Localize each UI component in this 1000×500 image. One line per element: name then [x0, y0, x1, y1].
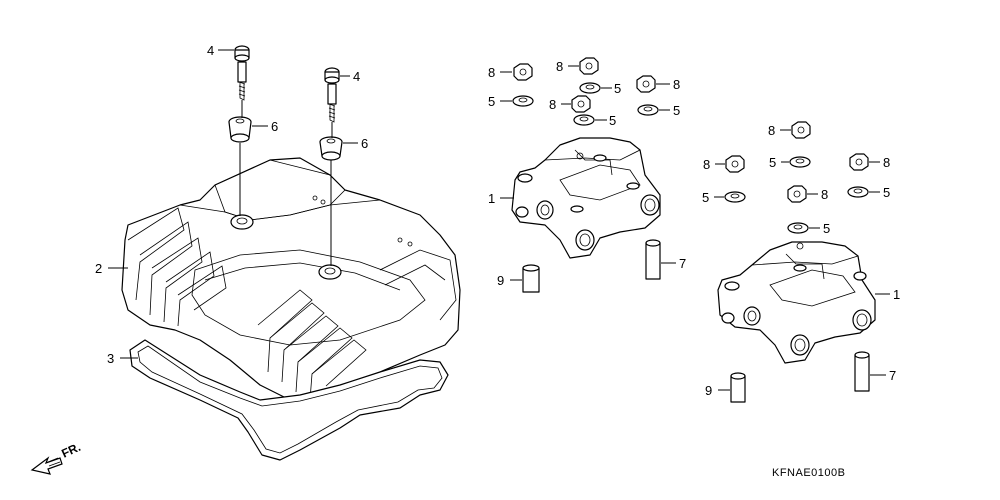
- bolt-grommet-left: [228, 116, 252, 143]
- callout-washer: 5: [614, 81, 621, 96]
- cylinder-head-cover: [121, 157, 461, 406]
- cover-bolt-right: [324, 67, 340, 123]
- callout-numbers: 4 4 6 6 2 3 1 1 7 7 9 9 8 8 8 8 8 8 8 8 …: [95, 43, 900, 398]
- camshaft-holder-left: [511, 137, 661, 259]
- callout-bolt: 4: [353, 69, 360, 84]
- dowel-pin-left: [645, 239, 661, 280]
- leader-lines: [108, 49, 890, 391]
- collar-right: [730, 372, 746, 403]
- callout-washer: 5: [702, 190, 709, 205]
- callout-nut: 8: [549, 97, 556, 112]
- callout-nut: 8: [703, 157, 710, 172]
- callout-camshaft-holder: 1: [893, 287, 900, 302]
- callout-head-cover: 2: [95, 261, 102, 276]
- callout-dowel-pin: 7: [679, 256, 686, 271]
- callout-dowel-pin: 7: [889, 368, 896, 383]
- dowel-pin-right: [854, 351, 870, 392]
- callout-nut: 8: [768, 123, 775, 138]
- callout-collar: 9: [497, 273, 504, 288]
- callout-collar: 9: [705, 383, 712, 398]
- head-cover-gasket: [129, 339, 449, 461]
- callout-washer: 5: [673, 103, 680, 118]
- camshaft-holder-right: [717, 241, 876, 364]
- drawing-code: KFNAE0100B: [772, 467, 845, 479]
- callout-washer: 5: [609, 113, 616, 128]
- callout-grommet: 6: [361, 136, 368, 151]
- callout-washer: 5: [769, 155, 776, 170]
- bolt-grommet-right: [319, 136, 343, 161]
- cover-bolt-left: [234, 45, 250, 101]
- flange-nuts: [513, 57, 869, 203]
- front-direction-arrow-icon: FR.: [30, 440, 83, 475]
- callout-nut: 8: [488, 65, 495, 80]
- collar-left: [522, 264, 540, 293]
- front-direction-label: FR.: [59, 440, 82, 461]
- callout-nut: 8: [556, 59, 563, 74]
- callout-gasket: 3: [107, 351, 114, 366]
- callout-nut: 8: [883, 155, 890, 170]
- callout-bolt: 4: [207, 43, 214, 58]
- callout-washer: 5: [823, 221, 830, 236]
- callout-nut: 8: [673, 77, 680, 92]
- callout-camshaft-holder: 1: [488, 191, 495, 206]
- callout-washer: 5: [488, 94, 495, 109]
- callout-grommet: 6: [271, 119, 278, 134]
- sealing-washers: [512, 82, 869, 234]
- callout-nut: 8: [821, 187, 828, 202]
- callout-washer: 5: [883, 185, 890, 200]
